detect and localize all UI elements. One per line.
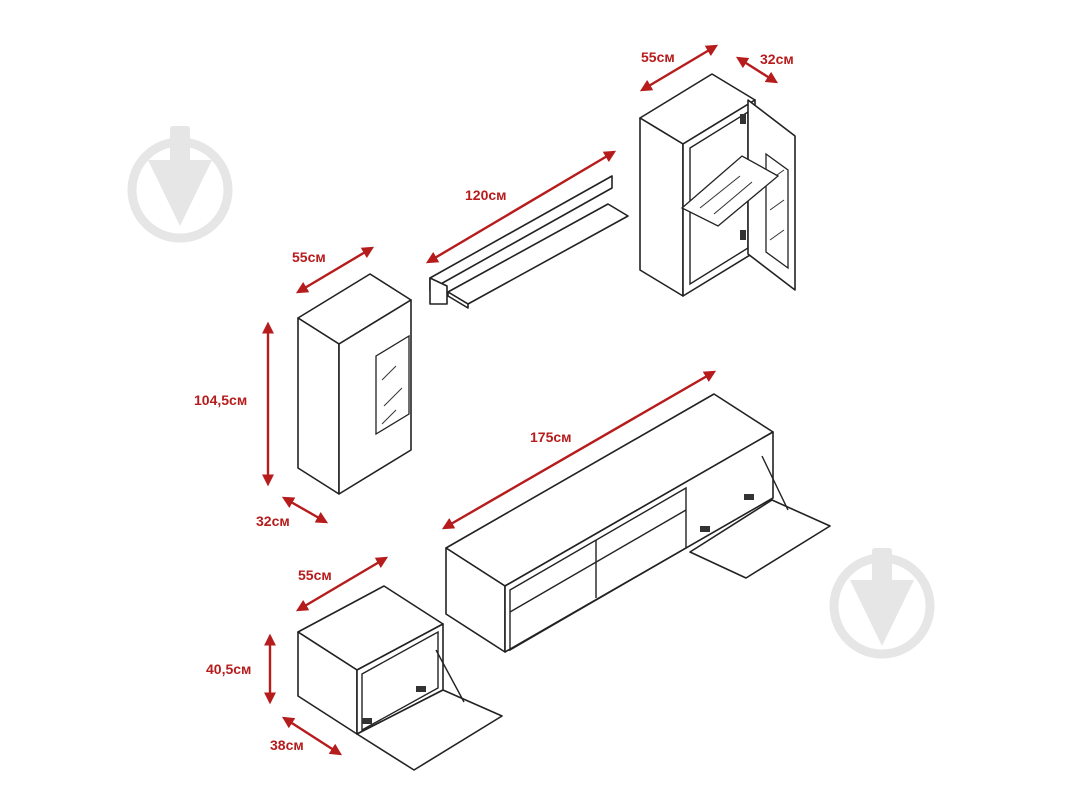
small-low-cabinet <box>297 585 503 771</box>
label-top-cabinet-width: 55см <box>641 49 675 65</box>
arrow-shelf-width <box>425 150 617 264</box>
arrow-small-cabinet-width <box>295 556 389 612</box>
label-glass-cabinet-height: 104,5см <box>194 392 247 408</box>
label-tv-stand-width: 175см <box>530 429 572 445</box>
arrow-glass-cabinet-width <box>295 246 375 294</box>
glass-display-cabinet <box>297 273 412 495</box>
arrow-top-cabinet-width <box>639 44 719 92</box>
dimension-arrows <box>262 44 779 756</box>
label-shelf-width: 120см <box>465 187 507 203</box>
label-small-cabinet-height: 40,5см <box>206 661 251 677</box>
top-wall-cabinet <box>639 73 796 297</box>
label-small-cabinet-width: 55см <box>298 567 332 583</box>
watermark-right-icon <box>829 548 935 659</box>
arrow-top-cabinet-depth <box>735 56 779 84</box>
label-small-cabinet-depth: 38см <box>270 737 304 753</box>
label-glass-cabinet-depth: 32см <box>256 513 290 529</box>
tv-stand <box>445 393 831 653</box>
watermark-left-icon <box>127 126 233 243</box>
label-top-cabinet-depth: 32см <box>760 51 794 67</box>
label-glass-cabinet-width: 55см <box>292 249 326 265</box>
arrow-small-cabinet-depth <box>281 716 343 756</box>
arrow-tv-stand-width <box>441 370 717 530</box>
arrow-glass-cabinet-depth <box>281 496 329 524</box>
